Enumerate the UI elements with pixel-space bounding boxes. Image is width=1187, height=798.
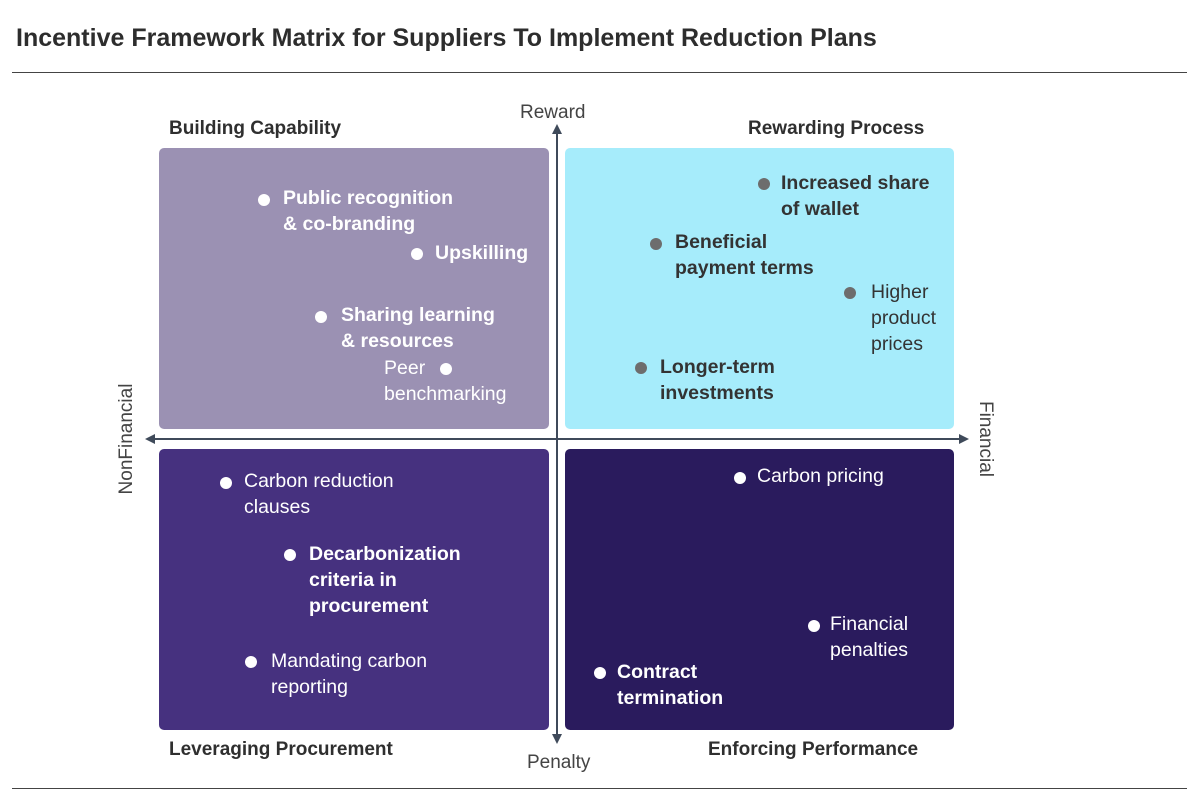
axis-label-penalty: Penalty — [527, 752, 591, 773]
item-line: Sharing learning — [341, 304, 495, 326]
bullet-icon — [245, 656, 257, 668]
item-line: Upskilling — [435, 242, 529, 264]
item-increased-share: Increased share of wallet — [781, 170, 930, 222]
quadrant-label-enforcing-performance: Enforcing Performance — [708, 739, 919, 760]
item-line: of wallet — [781, 198, 860, 220]
bullet-icon — [844, 287, 856, 299]
arrow-up-icon — [552, 124, 562, 134]
bullet-icon — [284, 549, 296, 561]
item-higher-prices: Higher product prices — [871, 279, 936, 357]
quadrant-building-capability — [159, 148, 549, 429]
item-line: Beneficial — [675, 231, 768, 253]
item-longer-term: Longer-term investments — [660, 354, 775, 406]
item-line: Decarbonization — [309, 543, 461, 565]
item-line: Increased share — [781, 172, 930, 194]
axis-label-reward: Reward — [520, 102, 586, 123]
bullet-icon — [734, 472, 746, 484]
item-line: & co-branding — [283, 213, 416, 235]
item-line: product — [871, 307, 937, 329]
bullet-icon — [411, 248, 423, 260]
item-line: Peer — [384, 357, 426, 379]
bullet-icon — [650, 238, 662, 250]
title-divider — [12, 72, 1187, 73]
bullet-icon — [758, 178, 770, 190]
quadrant-rewarding-process — [565, 148, 954, 429]
footer-divider — [12, 788, 1187, 789]
item-line: Higher — [871, 281, 929, 303]
item-line: termination — [617, 687, 724, 709]
item-line: Carbon pricing — [757, 465, 884, 487]
bullet-icon — [258, 194, 270, 206]
item-line: Contract — [617, 661, 698, 683]
item-line: procurement — [309, 595, 429, 617]
item-sharing-learning: Sharing learning & resources — [341, 302, 495, 354]
item-decarbonization: Decarbonization criteria in procurement — [309, 541, 461, 619]
item-line: Mandating carbon — [271, 650, 428, 672]
bullet-icon — [594, 667, 606, 679]
arrow-down-icon — [552, 734, 562, 744]
item-mandating-reporting: Mandating carbon reporting — [271, 648, 427, 700]
item-line: penalties — [830, 639, 909, 661]
item-line: criteria in — [309, 569, 397, 591]
item-financial-penalties: Financial penalties — [830, 611, 908, 663]
item-carbon-pricing: Carbon pricing — [757, 463, 884, 489]
item-line: investments — [660, 382, 774, 404]
item-carbon-reduction: Carbon reduction clauses — [244, 468, 394, 520]
item-line: clauses — [244, 496, 311, 518]
bullet-icon — [220, 477, 232, 489]
item-line: Financial — [830, 613, 909, 635]
axis-label-nonfinancial: NonFinancial — [116, 383, 137, 495]
axis-label-financial: Financial — [975, 400, 996, 478]
bullet-icon — [808, 620, 820, 632]
item-contract-termination: Contract termination — [617, 659, 723, 711]
item-line: Carbon reduction — [244, 470, 394, 492]
item-beneficial-payment: Beneficial payment terms — [675, 229, 814, 281]
quadrant-label-building-capability: Building Capability — [169, 118, 342, 139]
item-public-recognition: Public recognition & co-branding — [283, 185, 453, 237]
quadrant-leveraging-procurement — [159, 449, 549, 730]
quadrant-enforcing-performance — [565, 449, 954, 730]
item-line: benchmarking — [384, 383, 507, 405]
item-line: Longer-term — [660, 356, 775, 378]
item-upskilling: Upskilling — [435, 240, 528, 266]
quadrant-label-rewarding-process: Rewarding Process — [748, 118, 925, 139]
item-line: & resources — [341, 330, 454, 352]
bullet-icon — [635, 362, 647, 374]
item-line: reporting — [271, 676, 348, 698]
bullet-icon — [315, 311, 327, 323]
page-title: Incentive Framework Matrix for Suppliers… — [16, 24, 877, 52]
item-peer-benchmarking: Peer benchmarking — [384, 355, 506, 407]
item-line: payment terms — [675, 257, 814, 279]
arrow-right-icon — [959, 434, 969, 444]
quadrant-label-leveraging-procurement: Leveraging Procurement — [169, 739, 393, 760]
item-line: Public recognition — [283, 187, 454, 209]
arrow-left-icon — [145, 434, 155, 444]
item-line: prices — [871, 333, 924, 355]
bullet-icon — [440, 363, 452, 375]
